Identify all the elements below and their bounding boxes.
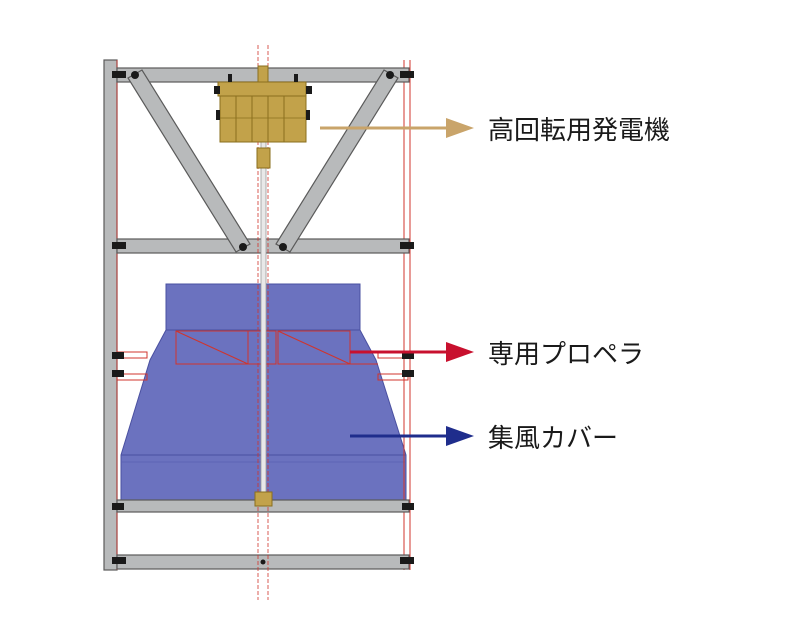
label-propeller: 専用プロペラ xyxy=(488,340,645,370)
propeller-outline xyxy=(175,330,378,365)
arrow-propeller xyxy=(350,342,474,362)
arrow-generator xyxy=(320,118,474,138)
label-generator: 高回転用発電機 xyxy=(488,116,671,146)
label-cover: 集風カバー xyxy=(488,424,619,454)
arrow-cover xyxy=(350,426,474,446)
bolts xyxy=(112,71,414,565)
generator xyxy=(214,65,312,143)
